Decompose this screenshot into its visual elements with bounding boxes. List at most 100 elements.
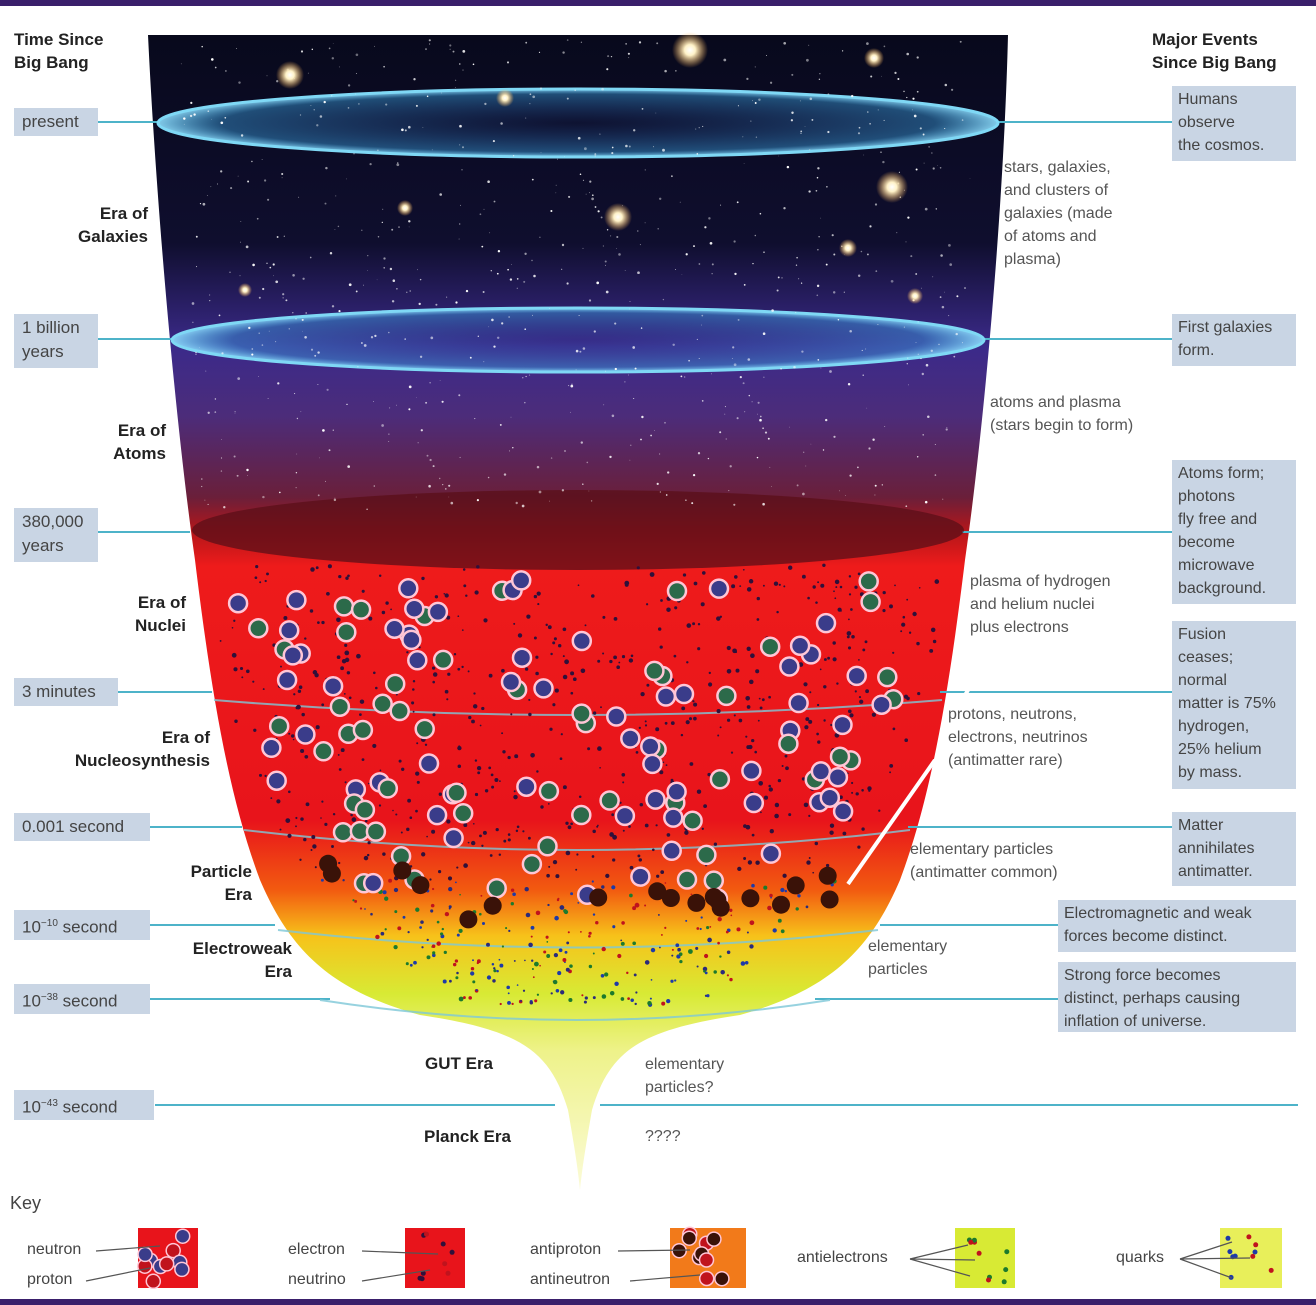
key-quarks: quarks xyxy=(1116,1249,1164,1267)
contents-nuclei: plasma of hydrogen and helium nuclei plu… xyxy=(970,570,1111,639)
key-neutron: neutron xyxy=(27,1241,81,1259)
era-atoms-line2: Atoms xyxy=(60,442,166,465)
event-humans-observe: Humans observe the cosmos. xyxy=(1172,86,1296,161)
era-electroweak: Electroweak Era xyxy=(150,937,292,983)
time-1-billion-line2: years xyxy=(22,340,90,364)
contents-galaxies-line3: galaxies (made xyxy=(1004,202,1113,225)
left-header: Time Since Big Bang xyxy=(14,28,103,74)
event-fusion-ceases: Fusion ceases; normal matter is 75% hydr… xyxy=(1172,621,1296,789)
time-380000-line1: 380,000 xyxy=(22,510,90,534)
event-matter-annihilates: Matter annihilates antimatter. xyxy=(1172,812,1296,886)
era-atoms-line1: Era of xyxy=(60,419,166,442)
time-1e-43-exp: −43 xyxy=(41,1098,58,1109)
event-fusion-line5: hydrogen, xyxy=(1178,715,1290,738)
contents-nuclei-line1: plasma of hydrogen xyxy=(970,570,1111,593)
era-galaxies-line2: Galaxies xyxy=(40,225,148,248)
event-atoms-line2: photons xyxy=(1178,485,1290,508)
universe-vessel xyxy=(148,35,1008,1190)
era-planck: Planck Era xyxy=(424,1125,511,1148)
contents-galaxies-line5: plasma) xyxy=(1004,248,1113,271)
time-380000-line2: years xyxy=(22,534,90,558)
era-electroweak-line2: Era xyxy=(150,960,292,983)
event-atoms-line5: microwave xyxy=(1178,554,1290,577)
event-fusion-line7: by mass. xyxy=(1178,761,1290,784)
contents-electroweak: elementary particles xyxy=(868,935,947,981)
key-leader-lines xyxy=(86,1242,1250,1281)
event-electroweak-split: Electromagnetic and weak forces become d… xyxy=(1058,900,1296,952)
time-1e-43-second: 10−43 second xyxy=(14,1090,154,1120)
left-header-line2: Big Bang xyxy=(14,51,103,74)
contents-gut-line2: particles? xyxy=(645,1076,724,1099)
era-electroweak-line1: Electroweak xyxy=(150,937,292,960)
contents-galaxies-line4: of atoms and xyxy=(1004,225,1113,248)
event-atoms-line1: Atoms form; xyxy=(1178,462,1290,485)
time-1e-43-unit: second xyxy=(63,1098,118,1117)
time-380000-years: 380,000 years xyxy=(14,508,98,562)
event-annihilate-line1: Matter xyxy=(1178,814,1290,837)
era-nuclei-line2: Nuclei xyxy=(80,614,186,637)
era-gut: GUT Era xyxy=(425,1052,493,1075)
era-nuclei-line1: Era of xyxy=(80,591,186,614)
event-atoms-line3: fly free and xyxy=(1178,508,1290,531)
key-neutrino: neutrino xyxy=(288,1271,346,1289)
event-annihilate-line3: antimatter. xyxy=(1178,860,1290,883)
contents-galaxies: stars, galaxies, and clusters of galaxie… xyxy=(1004,156,1113,271)
time-0001-second: 0.001 second xyxy=(14,813,150,841)
event-humans-line1: Humans xyxy=(1178,88,1290,111)
time-3-minutes: 3 minutes xyxy=(14,678,118,706)
era-atoms: Era of Atoms xyxy=(60,419,166,465)
time-1e-10-exp: −10 xyxy=(41,918,58,929)
time-1e-38-base: 10 xyxy=(22,992,41,1011)
contents-atoms: atoms and plasma (stars begin to form) xyxy=(990,391,1133,437)
present-disk xyxy=(158,89,998,157)
key-antielectrons: antielectrons xyxy=(797,1249,888,1267)
time-1e-38-unit: second xyxy=(63,992,118,1011)
contents-particle-line2: (antimatter common) xyxy=(910,861,1058,884)
event-fusion-line2: ceases; xyxy=(1178,646,1290,669)
contents-nucleosynthesis-line2: electrons, neutrinos xyxy=(948,726,1088,749)
key-proton: proton xyxy=(27,1271,72,1289)
contents-galaxies-line1: stars, galaxies, xyxy=(1004,156,1113,179)
contents-galaxies-line2: and clusters of xyxy=(1004,179,1113,202)
era-particle-line2: Era xyxy=(140,883,252,906)
event-strong-line3: inflation of universe. xyxy=(1064,1010,1290,1033)
time-1-billion-line1: 1 billion xyxy=(22,316,90,340)
time-1e-38-exp: −38 xyxy=(41,992,58,1003)
time-present: present xyxy=(14,108,98,136)
contents-electroweak-line1: elementary xyxy=(868,935,947,958)
contents-nucleosynthesis-line1: protons, neutrons, xyxy=(948,703,1088,726)
time-present-label: present xyxy=(22,112,79,131)
event-humans-line3: the cosmos. xyxy=(1178,134,1290,157)
event-em-line1: Electromagnetic and weak xyxy=(1064,902,1290,925)
contents-nucleosynthesis: protons, neutrons, electrons, neutrinos … xyxy=(948,703,1088,772)
contents-nucleosynthesis-line3: (antimatter rare) xyxy=(948,749,1088,772)
time-1e-10-base: 10 xyxy=(22,918,41,937)
time-1e-38-second: 10−38 second xyxy=(14,984,150,1014)
event-fusion-line6: 25% helium xyxy=(1178,738,1290,761)
contents-electroweak-line2: particles xyxy=(868,958,947,981)
contents-atoms-line1: atoms and plasma xyxy=(990,391,1133,414)
right-header-line2: Since Big Bang xyxy=(1152,51,1277,74)
time-0001-second-label: 0.001 second xyxy=(22,817,124,836)
key-electron: electron xyxy=(288,1241,345,1259)
era-nucleosynthesis-line2: Nucleosynthesis xyxy=(40,749,210,772)
event-humans-line2: observe xyxy=(1178,111,1290,134)
era-nucleosynthesis-line1: Era of xyxy=(40,726,210,749)
event-annihilate-line2: annihilates xyxy=(1178,837,1290,860)
era-particle-line1: Particle xyxy=(140,860,252,883)
contents-particle-line1: elementary particles xyxy=(910,838,1058,861)
event-strong-force: Strong force becomes distinct, perhaps c… xyxy=(1058,962,1296,1032)
contents-particle: elementary particles (antimatter common) xyxy=(910,838,1058,884)
event-first-galaxies: First galaxies form. xyxy=(1172,314,1296,366)
left-header-line1: Time Since xyxy=(14,28,103,51)
time-1e-10-second: 10−10 second xyxy=(14,910,150,940)
event-strong-line2: distinct, perhaps causing xyxy=(1064,987,1290,1010)
era-galaxies-line1: Era of xyxy=(40,202,148,225)
event-atoms-line4: become xyxy=(1178,531,1290,554)
era-galaxies: Era of Galaxies xyxy=(40,202,148,248)
era-nucleosynthesis: Era of Nucleosynthesis xyxy=(40,726,210,772)
time-3-minutes-label: 3 minutes xyxy=(22,682,96,701)
era-particle: Particle Era xyxy=(140,860,252,906)
billion-years-disk xyxy=(172,308,984,372)
